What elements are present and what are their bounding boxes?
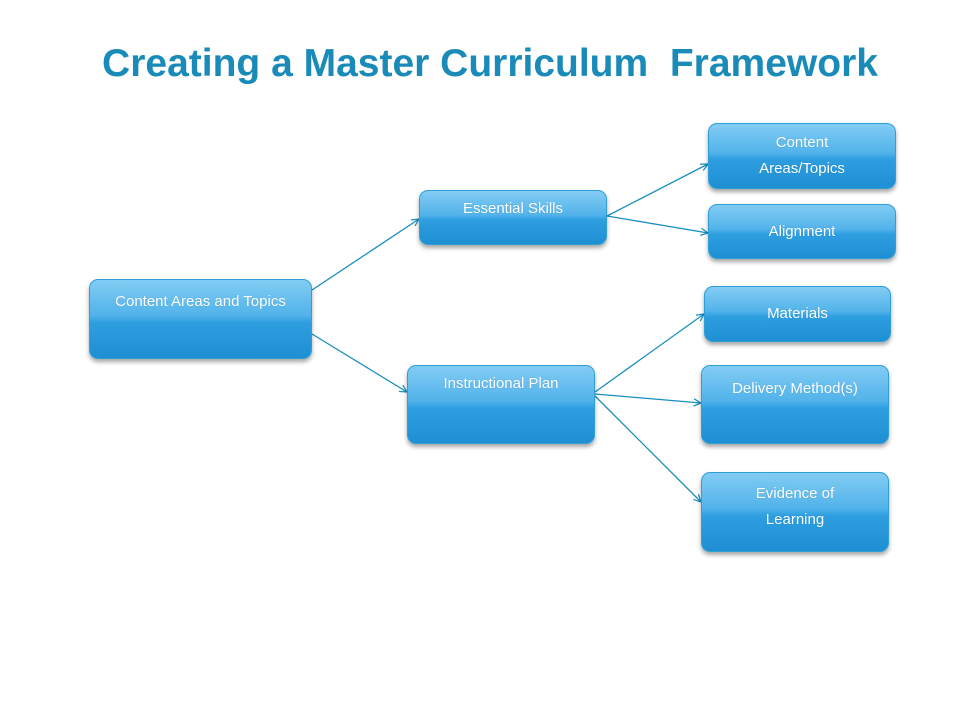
node-label: Essential Skills (462, 200, 564, 217)
node-label: Instructional Plan (443, 375, 559, 392)
edge-instructional-plan-delivery (594, 393, 701, 403)
node-content-areas-and-topics: Content Areas and Topics (89, 279, 312, 359)
node-essential-skills: Essential Skills (419, 190, 607, 245)
node-instructional-plan: Instructional Plan (407, 365, 595, 444)
node-label: Materials (767, 305, 828, 322)
edge-root-essential-skills (311, 219, 419, 291)
edge-essential-skills-content-areas (606, 164, 708, 217)
edge-root-instructional-plan (311, 333, 407, 392)
node-delivery-methods: Delivery Method(s) (701, 365, 889, 444)
node-label: Content Areas and Topics (115, 293, 286, 310)
edge-instructional-plan-evidence (594, 395, 701, 502)
node-label: Content Areas/Topics (759, 134, 845, 177)
node-label: Evidence of Learning (755, 485, 835, 528)
edge-essential-skills-alignment (606, 215, 708, 233)
node-content-areas-topics: Content Areas/Topics (708, 123, 896, 189)
node-materials: Materials (704, 286, 891, 342)
node-evidence-of-learning: Evidence of Learning (701, 472, 889, 552)
node-alignment: Alignment (708, 204, 896, 259)
edge-instructional-plan-materials (594, 314, 704, 393)
page-title: Creating a Master Curriculum Framework (102, 42, 878, 85)
node-label: Alignment (768, 222, 836, 240)
node-label: Delivery Method(s) (732, 380, 858, 397)
